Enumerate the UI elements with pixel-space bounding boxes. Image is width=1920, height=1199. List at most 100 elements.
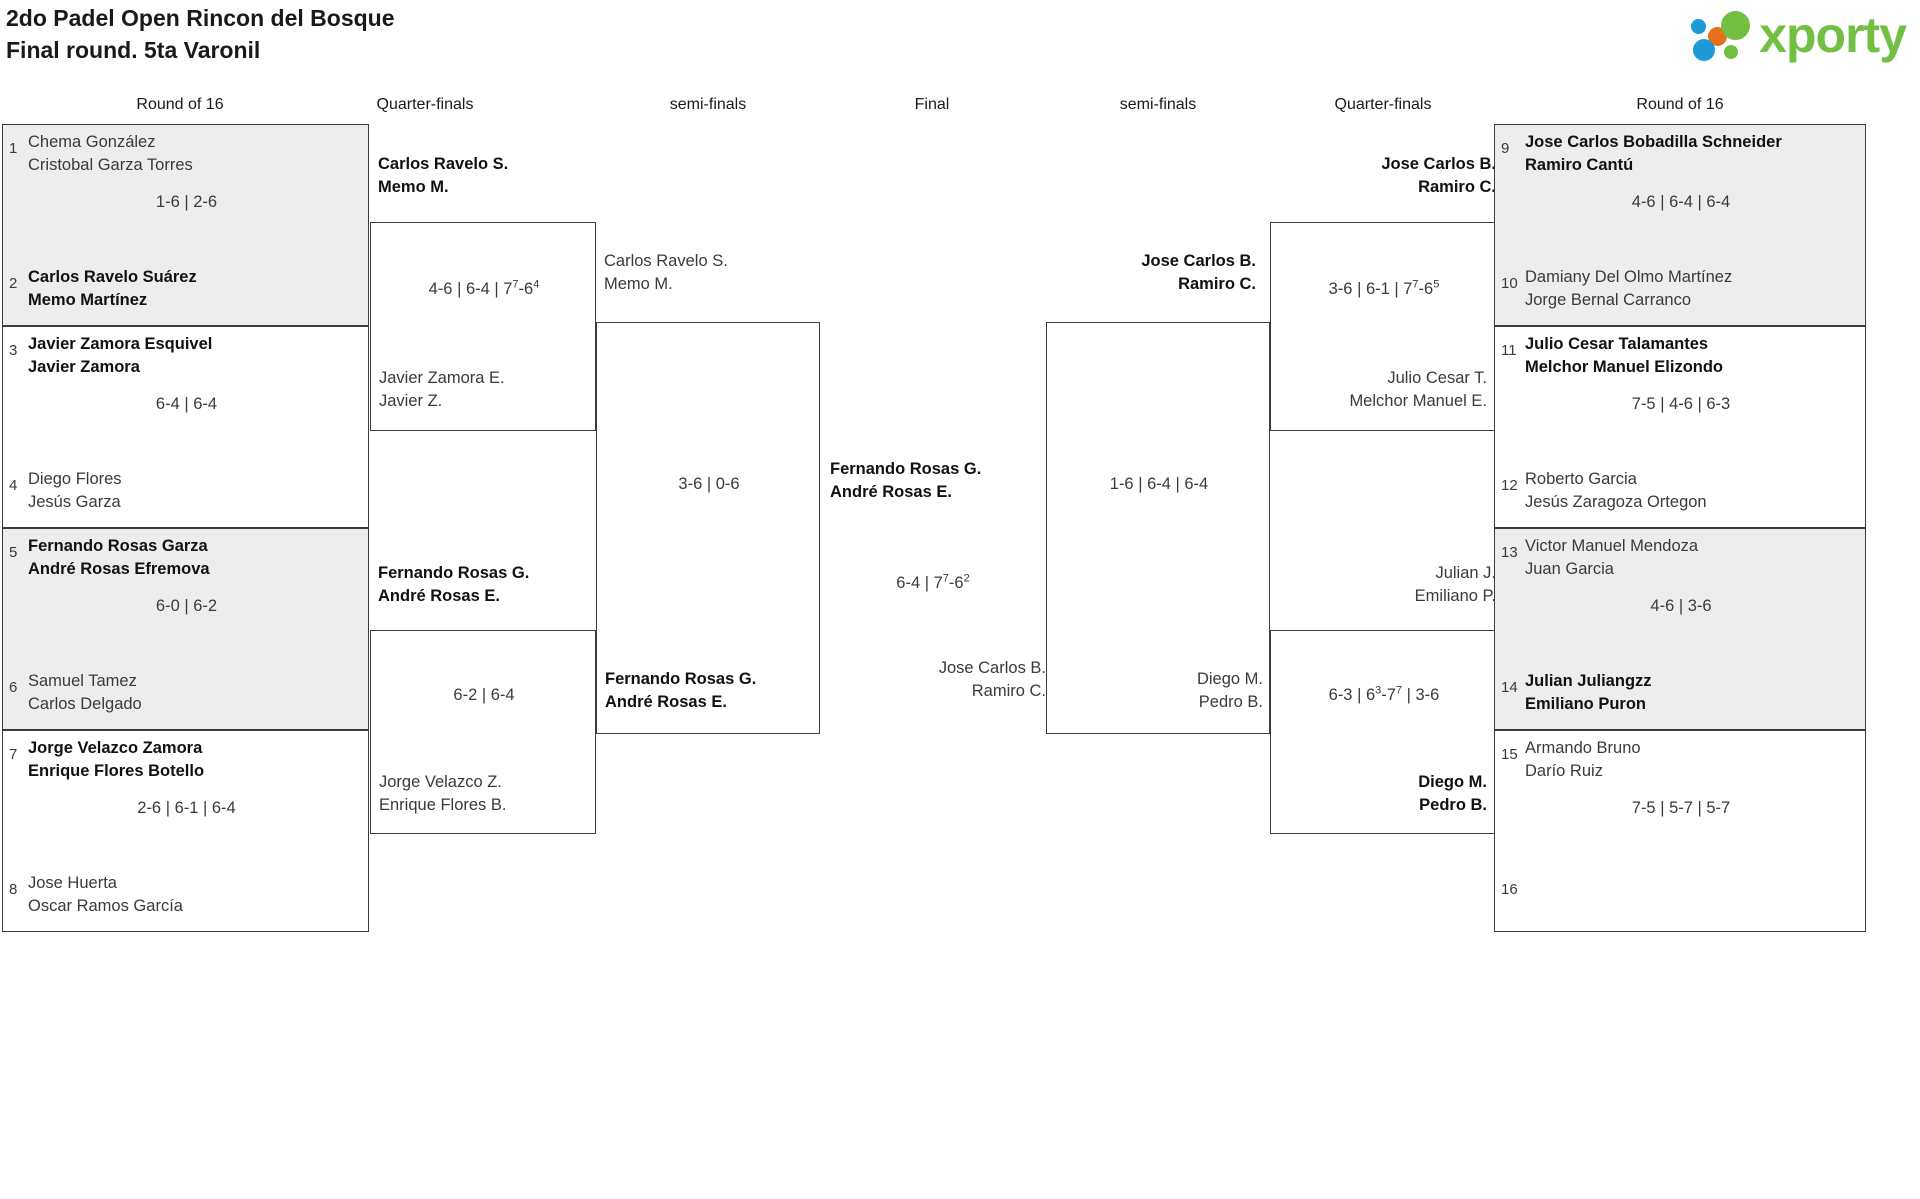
match-box-r16-2[interactable]: 3 Javier Zamora Esquivel Javier Zamora 6…: [2, 326, 369, 528]
seed-number: 1: [9, 140, 18, 157]
team-top-player1: Fernando Rosas Garza: [28, 537, 208, 555]
qf-left-1-top-player1: Carlos Ravelo S.: [378, 155, 509, 173]
final-bottom-player2: Ramiro C.: [971, 682, 1046, 700]
sf-left-top-player1: Carlos Ravelo S.: [604, 252, 728, 270]
seed-number: 8: [9, 881, 18, 898]
seed-number: 14: [1501, 679, 1518, 696]
team-bottom-player2: Emiliano Puron: [1525, 695, 1647, 713]
match-box-qf-left-2[interactable]: 6-2 | 6-4 Jorge Velazco Z. Enrique Flore…: [370, 630, 596, 834]
qf-left-1-bottom-player1: Javier Zamora E.: [379, 369, 505, 387]
seed-number: 13: [1501, 544, 1518, 561]
round-label-qf-right: Quarter-finals: [1334, 96, 1432, 113]
team-bottom-player1: Roberto Garcia: [1525, 470, 1637, 488]
team-bottom-player1: Carlos Ravelo Suárez: [28, 268, 197, 286]
page-title: 2do Padel Open Rincon del Bosque Final r…: [6, 2, 395, 66]
team-bottom-player1: Damiany Del Olmo Martínez: [1525, 268, 1733, 286]
team-bottom-player1: Jose Huerta: [28, 874, 117, 892]
qf-left-2-top-player1: Fernando Rosas G.: [378, 564, 530, 582]
logo-wordmark: xporty: [1759, 7, 1907, 63]
team-bottom-player2: Carlos Delgado: [28, 695, 142, 713]
sf-right-top-player1: Jose Carlos B.: [1141, 252, 1256, 270]
team-bottom-player2: Memo Martínez: [28, 291, 148, 309]
match-score: 6-0 | 6-2: [155, 597, 218, 615]
qf-right-1-top-player2: Ramiro C.: [1418, 178, 1496, 196]
seed-number: 7: [9, 746, 18, 763]
match-box-r16-13[interactable]: 13 Victor Manuel Mendoza Juan Garcia 4-6…: [1494, 528, 1866, 730]
final-top-player2: André Rosas E.: [830, 483, 952, 501]
match-box-r16-1[interactable]: 1 Chema González Cristobal Garza Torres …: [2, 124, 369, 326]
team-top-player1: Julio Cesar Talamantes: [1525, 335, 1709, 353]
match-score: 7-5 | 4-6 | 6-3: [1631, 395, 1731, 413]
sf-left-top-player2: Memo M.: [604, 275, 673, 293]
round-label-sf-left: semi-finals: [669, 96, 747, 113]
seed-number: 10: [1501, 275, 1518, 292]
match-score: 7-5 | 5-7 | 5-7: [1631, 799, 1731, 817]
match-box-sf-left[interactable]: 3-6 | 0-6 Fernando Rosas G. André Rosas …: [596, 322, 820, 734]
team-top-player2: Juan Garcia: [1525, 560, 1614, 578]
match-box-r16-4[interactable]: 7 Jorge Velazco Zamora Enrique Flores Bo…: [2, 730, 369, 932]
sf-right-top-player2: Ramiro C.: [1178, 275, 1256, 293]
team-top-player1: Armando Bruno: [1525, 739, 1641, 757]
match-score: 4-6 | 6-4 | 6-4: [1631, 193, 1731, 211]
match-box-r16-3[interactable]: 5 Fernando Rosas Garza André Rosas Efrem…: [2, 528, 369, 730]
team-top-player1: Chema González: [28, 133, 156, 151]
match-score: 1-6 | 2-6: [155, 193, 218, 211]
qf-right-2-bottom-player2: Pedro B.: [1419, 796, 1487, 814]
team-bottom-player1: Samuel Tamez: [28, 672, 137, 690]
match-box-sf-right[interactable]: 1-6 | 6-4 | 6-4 Diego M. Pedro B.: [1046, 322, 1270, 734]
qf-right-1-top-player1: Jose Carlos B.: [1381, 155, 1496, 173]
team-top-player2: Enrique Flores Botello: [28, 762, 205, 780]
round-label-qf-left: Quarter-finals: [376, 96, 474, 113]
match-score: 6-4 | 6-4: [155, 395, 218, 413]
sf-right-bottom-player2: Pedro B.: [1198, 693, 1263, 711]
seed-number: 12: [1501, 477, 1518, 494]
seed-number: 16: [1501, 881, 1518, 898]
seed-number: 15: [1501, 746, 1518, 763]
team-top-player1: Victor Manuel Mendoza: [1525, 537, 1699, 555]
seed-number: 2: [9, 275, 18, 292]
team-top-player2: Melchor Manuel Elizondo: [1525, 358, 1724, 376]
match-score: 4-6 | 3-6: [1650, 597, 1712, 615]
match-score: 1-6 | 6-4 | 6-4: [1109, 475, 1209, 493]
match-score: 3-6 | 6-1 | 77-65: [1328, 278, 1440, 298]
tournament-category: Final round. 5ta Varonil: [6, 37, 261, 63]
qf-right-2-top-player2: Emiliano P.: [1414, 587, 1496, 605]
logo-dots-icon: [1691, 9, 1757, 61]
seed-number: 3: [9, 342, 18, 359]
seed-number: 11: [1501, 342, 1517, 359]
match-score: 6-2 | 6-4: [453, 686, 515, 704]
qf-left-2-bottom-player2: Enrique Flores B.: [379, 796, 507, 814]
match-box-qf-right-2[interactable]: 6-3 | 63-77 | 3-6 Diego M. Pedro B.: [1270, 630, 1496, 834]
team-top-player1: Jorge Velazco Zamora: [28, 739, 203, 757]
round-label-sf-right: semi-finals: [1119, 96, 1197, 113]
match-box-r16-9[interactable]: 9 Jose Carlos Bobadilla Schneider Ramiro…: [1494, 124, 1866, 326]
team-bottom-player2: Jesús Zaragoza Ortegon: [1525, 493, 1707, 511]
round-label-r16-right: Round of 16: [1636, 96, 1724, 113]
sf-left-bottom-player2: André Rosas E.: [605, 693, 727, 711]
round-label-final: Final: [914, 96, 950, 113]
qf-left-1-bottom-player2: Javier Z.: [379, 392, 443, 410]
seed-number: 6: [9, 679, 18, 696]
qf-right-1-bottom-player1: Julio Cesar T.: [1387, 369, 1487, 387]
match-box-qf-left-1[interactable]: 4-6 | 6-4 | 77-64 Javier Zamora E. Javie…: [370, 222, 596, 431]
qf-right-1-bottom-player2: Melchor Manuel E.: [1349, 392, 1487, 410]
match-score: 2-6 | 6-1 | 6-4: [137, 799, 236, 817]
match-score: 3-6 | 0-6: [678, 475, 740, 493]
qf-right-2-top-player1: Julian J.: [1435, 564, 1496, 582]
team-top-player1: Jose Carlos Bobadilla Schneider: [1525, 133, 1782, 151]
qf-left-1-top-player2: Memo M.: [378, 178, 449, 196]
seed-number: 5: [9, 544, 18, 561]
team-bottom-player2: Jorge Bernal Carranco: [1525, 291, 1691, 309]
sf-left-bottom-player1: Fernando Rosas G.: [605, 670, 757, 688]
round-label-r16-left: Round of 16: [136, 96, 224, 113]
team-top-player2: André Rosas Efremova: [28, 560, 210, 578]
tournament-name: 2do Padel Open Rincon del Bosque: [6, 5, 395, 31]
team-top-player2: Cristobal Garza Torres: [28, 156, 193, 174]
xporty-logo[interactable]: xporty: [1691, 6, 1907, 64]
team-top-player2: Darío Ruiz: [1525, 762, 1603, 780]
team-bottom-player1: Diego Flores: [28, 470, 122, 488]
match-box-qf-right-1[interactable]: 3-6 | 6-1 | 77-65 Julio Cesar T. Melchor…: [1270, 222, 1496, 431]
match-box-r16-11[interactable]: 11 Julio Cesar Talamantes Melchor Manuel…: [1494, 326, 1866, 528]
match-box-r16-15[interactable]: 15 Armando Bruno Darío Ruiz 7-5 | 5-7 | …: [1494, 730, 1866, 932]
